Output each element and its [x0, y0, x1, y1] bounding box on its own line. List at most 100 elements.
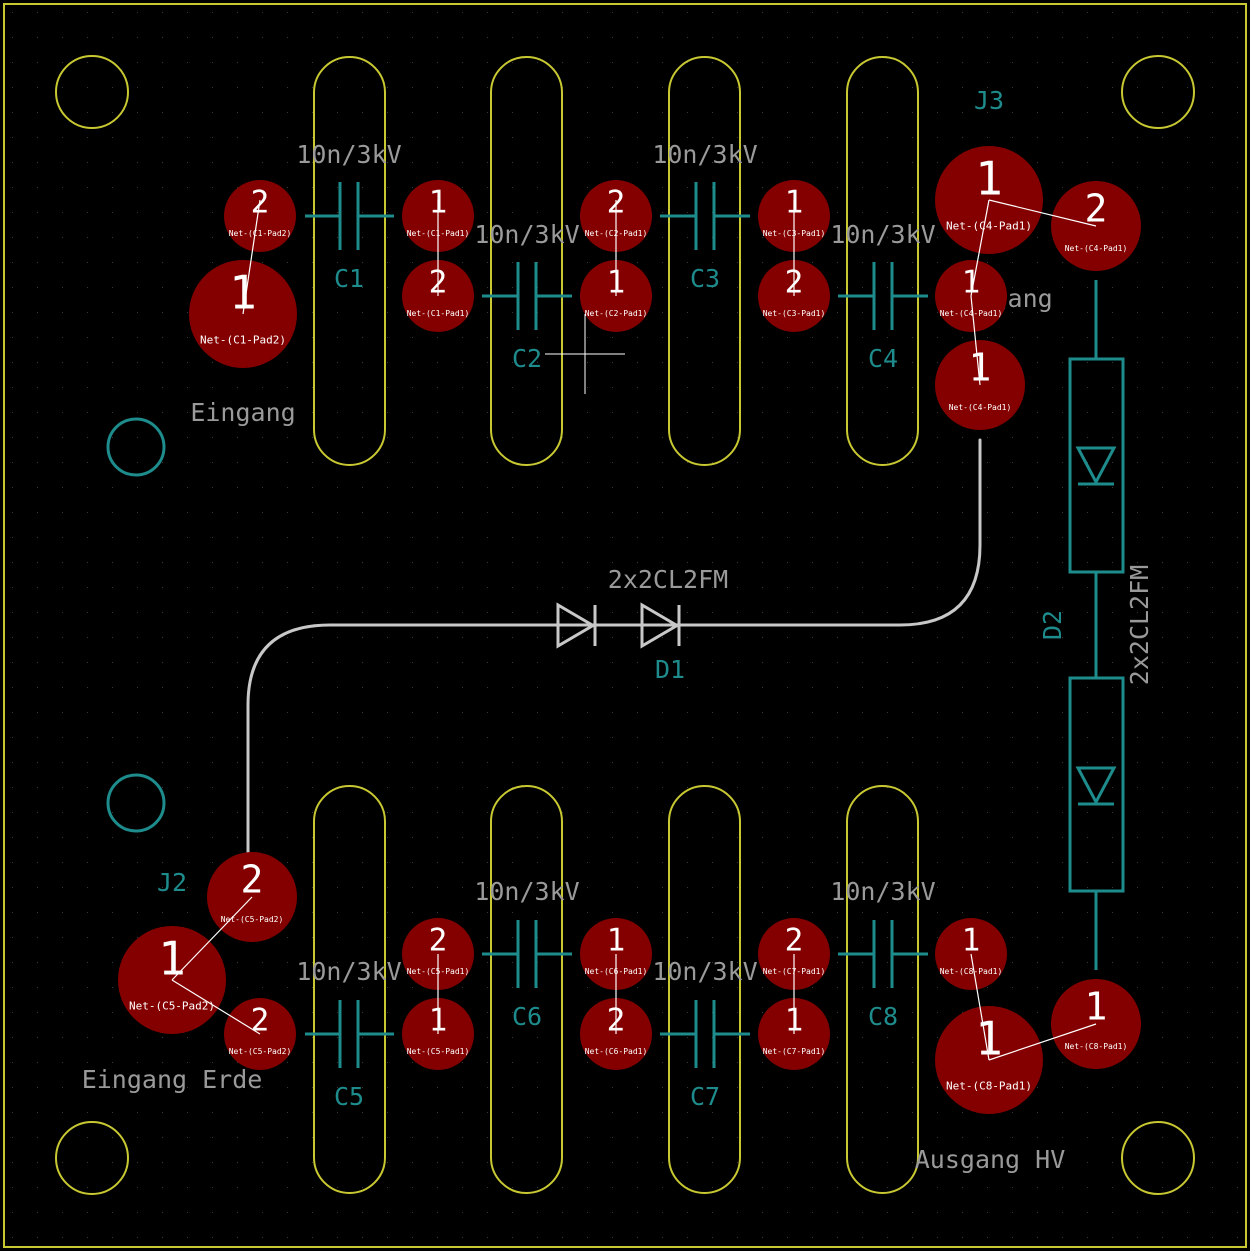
- pad-net-name: Net-(C6-Pad1): [585, 1047, 648, 1056]
- pad-net-name: Net-(C5-Pad2): [229, 1047, 292, 1056]
- reference-labels: C1 C2 C3 C4 C5 C6 C7 C8 D1 D2 J2 J3: [157, 86, 1067, 1111]
- pad-number: 2: [241, 858, 264, 902]
- ratsnest-j3-b: [970, 199, 990, 297]
- d2-triangle-1: [1075, 446, 1117, 486]
- pad-number: 2: [429, 922, 448, 958]
- ratsnest-c1: [242, 199, 261, 315]
- slot-top-3: [668, 56, 741, 466]
- c1-ref: C1: [334, 264, 364, 293]
- pad-net-name: Net-(C2-Pad1): [585, 309, 648, 318]
- d1-silkscreen-track: [246, 438, 982, 862]
- mounting-hole-top-right: [1121, 55, 1195, 129]
- c7-symbol: [660, 1000, 750, 1068]
- c2-ref: C2: [512, 344, 542, 373]
- mounting-hole-bottom-right: [1121, 1121, 1195, 1195]
- pad-number: 2: [785, 922, 804, 958]
- pad-net-name: Net-(C4-Pad1): [940, 309, 1003, 318]
- pad-net-name: Net-(C4-Pad1): [1065, 244, 1128, 253]
- pad-copper: [224, 180, 296, 252]
- c8-symbol: [838, 920, 928, 988]
- c6-symbol: [482, 920, 572, 988]
- d1-triangle-1: [556, 602, 596, 649]
- c4-symbol: [838, 262, 928, 330]
- c1-value: 10n/3kV: [296, 140, 401, 169]
- pad-net-name: Net-(C1-Pad2): [200, 334, 286, 347]
- eingang-label: Eingang: [190, 398, 295, 427]
- pad-net-name: Net-(C8-Pad1): [940, 967, 1003, 976]
- d2-value: 2x2CL2FM: [1125, 565, 1154, 685]
- ratsnest-j2-a: [171, 896, 253, 981]
- pad-net-name: Net-(C5-Pad2): [221, 915, 284, 924]
- d1-value: 2x2CL2FM: [608, 565, 728, 594]
- c7-ref: C7: [690, 1082, 720, 1111]
- eingang-erde-label: Eingang Erde: [82, 1065, 263, 1094]
- pad-net-name: Net-(C5-Pad2): [129, 1000, 215, 1013]
- slot-bottom-3: [668, 785, 741, 1194]
- connector-ring-lower: [106, 773, 166, 833]
- slot-bottom-4: [846, 785, 919, 1194]
- pad-number: 1: [975, 152, 1003, 206]
- pad-net-name: Net-(C1-Pad1): [407, 309, 470, 318]
- pad-number: 2: [1085, 187, 1108, 231]
- c3-value: 10n/3kV: [652, 140, 757, 169]
- pad-number: 1: [969, 346, 992, 390]
- track-j3-to-j2: [246, 438, 982, 862]
- c6-ref: C6: [512, 1002, 542, 1031]
- capacitor-symbols: [305, 182, 928, 1068]
- pad-net-name: Net-(C4-Pad1): [946, 220, 1032, 233]
- mounting-hole-bottom-left: [55, 1121, 129, 1195]
- pad-net-name: Net-(C8-Pad1): [946, 1080, 1032, 1093]
- slot-top-4: [846, 56, 919, 466]
- c5-symbol: [305, 1000, 394, 1068]
- d2-triangle-2: [1075, 766, 1117, 806]
- c1-symbol: [305, 182, 394, 250]
- pad-net-name: Net-(C8-Pad1): [1065, 1042, 1128, 1051]
- c6-value: 10n/3kV: [474, 877, 579, 906]
- c8-value: 10n/3kV: [830, 877, 935, 906]
- ausgang-hv-label: Ausgang HV: [915, 1145, 1066, 1174]
- pad-number: 1: [607, 922, 626, 958]
- slot-top-2: [490, 56, 563, 466]
- pad-net-name: Net-(C1-Pad2): [229, 229, 292, 238]
- c4-value: 10n/3kV: [830, 220, 935, 249]
- ratsnest-j3-c: [970, 295, 981, 386]
- c4-ref: C4: [868, 344, 898, 373]
- pad-net-name: Net-(C4-Pad1): [949, 403, 1012, 412]
- d2-ref: D2: [1038, 610, 1067, 640]
- d1-triangle-2: [640, 602, 680, 649]
- ratsnest-j3-a: [988, 199, 1097, 227]
- c2-value: 10n/3kV: [474, 220, 579, 249]
- ratsnest-out-b: [988, 1023, 1097, 1061]
- mounting-hole-top-left: [55, 55, 129, 129]
- d1-symbol: [556, 602, 681, 649]
- ratsnest: [171, 199, 1097, 1061]
- connector-ring-upper: [106, 417, 166, 477]
- pad-number: 1: [1085, 985, 1108, 1029]
- d2-fab: [1068, 280, 1125, 970]
- pad-number: 1: [962, 922, 981, 958]
- slot-top-1: [313, 56, 386, 466]
- pad-number: 2: [251, 1002, 270, 1038]
- c3-symbol: [660, 182, 750, 250]
- c7-value: 10n/3kV: [652, 957, 757, 986]
- ratsnest-out-a: [970, 953, 990, 1061]
- c3-ref: C3: [690, 264, 720, 293]
- j2-ref: J2: [157, 868, 187, 897]
- mounting-holes: [55, 55, 1195, 1195]
- pad-net-name: Net-(C7-Pad1): [763, 1047, 826, 1056]
- board-outline: [3, 3, 1247, 1248]
- c2-symbol: [482, 262, 572, 330]
- c8-ref: C8: [868, 1002, 898, 1031]
- value-labels: 10n/3kV 10n/3kV 10n/3kV 10n/3kV 10n/3kV …: [82, 140, 1154, 1174]
- connector-rings: [106, 417, 166, 833]
- cursor-crosshair: [545, 314, 625, 394]
- j3-ref: J3: [974, 86, 1004, 115]
- slot-bottom-2: [490, 785, 563, 1194]
- pad-net-name: Net-(C5-Pad1): [407, 1047, 470, 1056]
- c5-ref: C5: [334, 1082, 364, 1111]
- c5-value: 10n/3kV: [296, 957, 401, 986]
